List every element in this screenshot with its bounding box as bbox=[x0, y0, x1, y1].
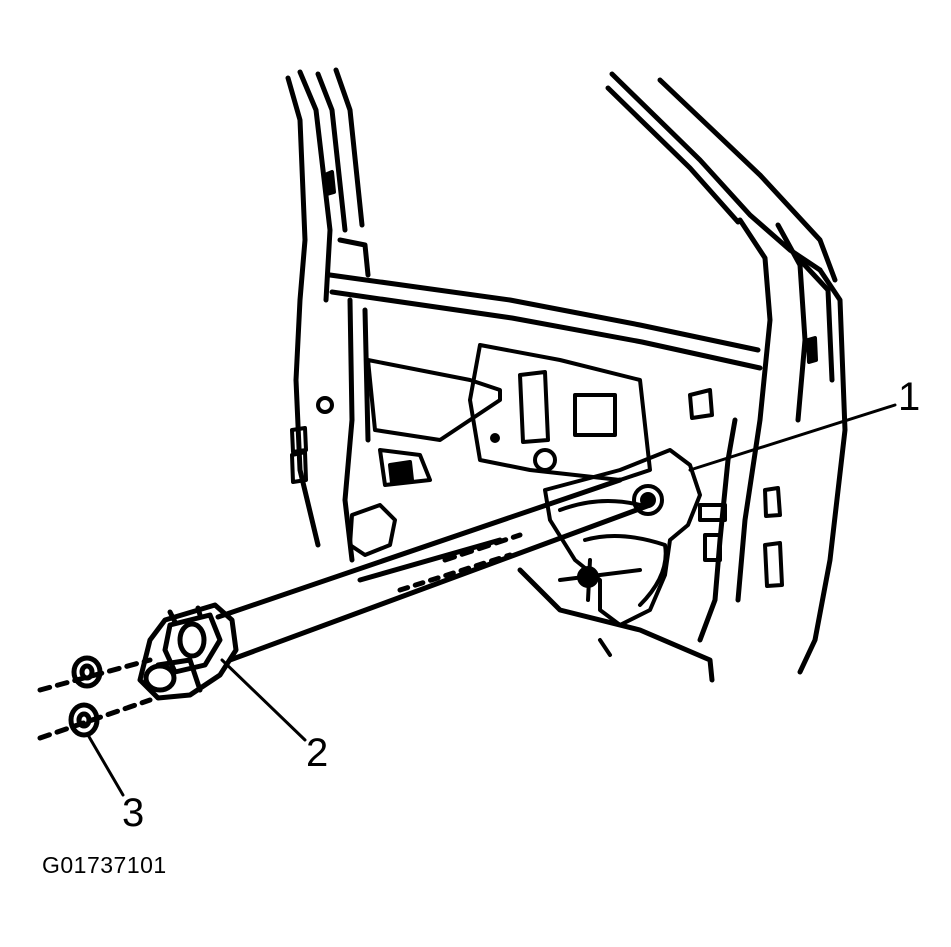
regulator-motor bbox=[137, 602, 239, 701]
door-frame bbox=[285, 67, 848, 683]
figure-id: G01737101 bbox=[42, 852, 167, 878]
window-regulator bbox=[543, 448, 702, 657]
fastener-nuts bbox=[37, 655, 153, 741]
callout-1: 1 bbox=[898, 375, 921, 419]
inner-panel bbox=[290, 170, 818, 588]
leader-line-2 bbox=[220, 658, 307, 742]
callout-3: 3 bbox=[122, 791, 145, 835]
leader-line-1 bbox=[688, 403, 897, 472]
leader-line-3 bbox=[86, 733, 125, 797]
callout-2: 2 bbox=[306, 731, 329, 775]
regulator-guide-rods bbox=[215, 477, 653, 663]
leader-lines bbox=[86, 403, 897, 797]
